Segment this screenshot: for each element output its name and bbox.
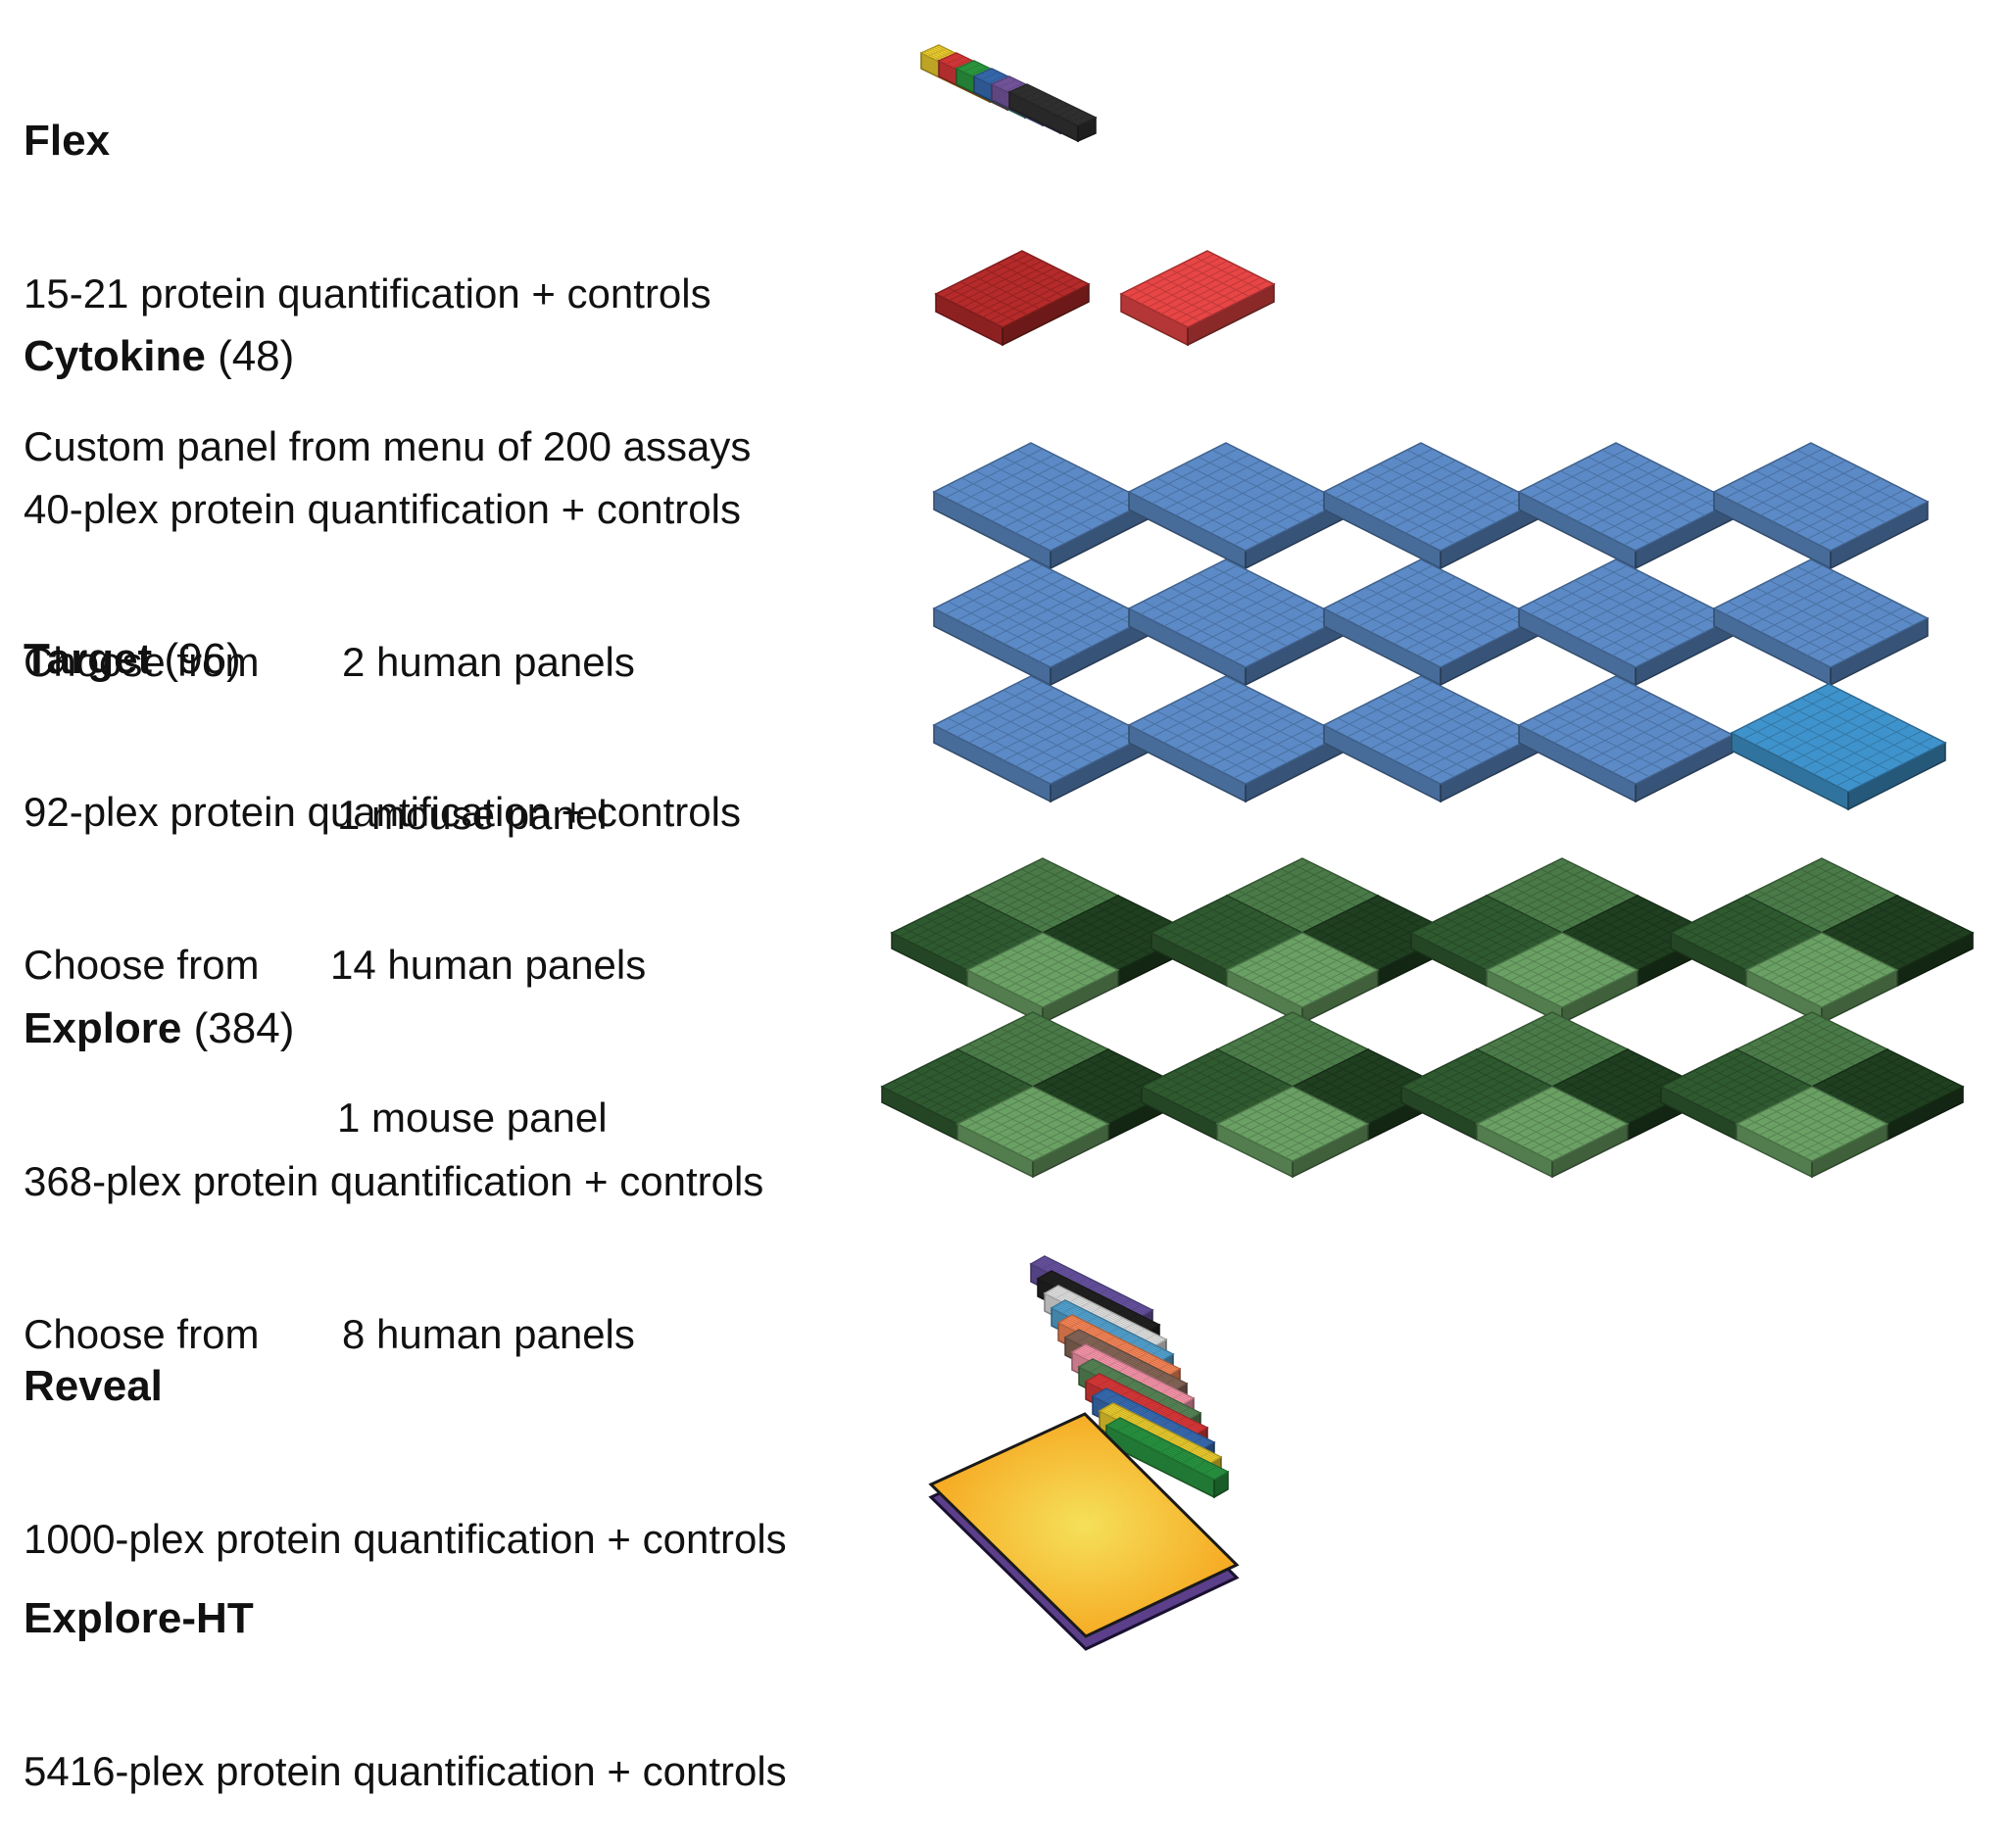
plate-wells: [1224, 1015, 1361, 1084]
section-explore-ht: Explore-HT 5416-plex protein quantificat…: [24, 1491, 787, 1848]
section-line: 40-plex protein quantification + control…: [24, 486, 741, 532]
section-title: Target: [24, 635, 153, 683]
section-count: (96): [164, 635, 241, 683]
plate-wells: [945, 564, 1137, 662]
plate-wells: [1530, 681, 1722, 779]
plate-wells: [1011, 84, 1094, 125]
section-title: Reveal: [24, 1362, 163, 1410]
plate-wells: [945, 681, 1137, 779]
plate-wells: [1493, 861, 1631, 930]
plate-wells: [1819, 1052, 1956, 1121]
section-line: Custom panel from menu of 200 assays: [24, 423, 752, 469]
panel-option: 1 mouse panel: [337, 792, 608, 838]
plate-wells: [1530, 564, 1722, 662]
plate-wells: [1668, 1052, 1805, 1121]
plate-wells: [1743, 1090, 1881, 1158]
panel-option: 8 human panels: [342, 1311, 635, 1357]
plate-wells: [1753, 861, 1890, 930]
plate-wells: [1484, 1090, 1621, 1158]
plate-wells: [945, 448, 1137, 546]
section-title: Explore: [24, 1004, 182, 1052]
section-reveal: Reveal 1000-plex protein quantification …: [24, 1259, 787, 1616]
section-cytokine: Cytokine (48) 40-plex protein quantifica…: [24, 229, 741, 892]
section-count: (384): [193, 1004, 295, 1052]
section-line: 15-21 protein quantification + controls: [24, 270, 711, 316]
plate-wells: [1829, 899, 1966, 967]
plate-wells: [889, 1052, 1026, 1121]
section-title: Flex: [24, 117, 111, 165]
panel-option: 2 human panels: [342, 639, 635, 685]
section-line: 368-plex protein quantification + contro…: [24, 1158, 764, 1204]
plate-wells: [974, 936, 1111, 1004]
section-explore: Explore (384) 368-plex protein quantific…: [24, 901, 763, 1411]
panel-option: 14 human panels: [330, 942, 647, 988]
panel-illustrations: [880, 44, 1975, 1651]
plate-wells: [1149, 1052, 1286, 1121]
choose-label: Choose from: [24, 1311, 260, 1357]
section-target: Target (96) 92-plex protein quantificati…: [24, 532, 741, 1194]
plate-wells: [1335, 448, 1527, 546]
plate-wells: [899, 899, 1036, 967]
plate-wells: [1725, 448, 1917, 546]
plate-wells: [1127, 253, 1268, 325]
plate-wells: [1234, 861, 1371, 930]
plate-wells: [1418, 899, 1555, 967]
explore-plates-icon: [880, 857, 1975, 1179]
section-line: 1000-plex protein quantification + contr…: [24, 1516, 787, 1562]
plate-wells: [1107, 1418, 1227, 1480]
section-title: Cytokine: [24, 332, 206, 380]
panel-option: 1 mouse panel: [337, 1094, 608, 1141]
plate-wells: [1335, 564, 1527, 662]
plate-wells: [1408, 1052, 1545, 1121]
plate-wells: [1742, 689, 1934, 787]
cytokine-plates-icon: [934, 250, 1276, 347]
plate-wells: [1678, 899, 1815, 967]
plate-wells: [1484, 1015, 1621, 1084]
plate-wells: [1753, 936, 1890, 1004]
plate-wells: [1140, 681, 1332, 779]
section-count: (48): [218, 332, 295, 380]
plate-wells: [1493, 936, 1631, 1004]
plate-wells: [1335, 681, 1527, 779]
choose-label: Choose from: [24, 942, 260, 988]
choose-label: Choose from: [24, 639, 260, 685]
plate-wells: [942, 253, 1083, 325]
plate-wells: [1743, 1015, 1881, 1084]
section-line: 5416-plex protein quantification + contr…: [24, 1748, 787, 1794]
explore-ht-plate-icon: [928, 1412, 1240, 1651]
plate-wells: [964, 1015, 1101, 1084]
plate-wells: [1140, 448, 1332, 546]
plate-wells: [1530, 448, 1722, 546]
plate-wells: [964, 1090, 1101, 1158]
section-title: Explore-HT: [24, 1594, 254, 1642]
target-plates-icon: [932, 442, 1947, 811]
plate-wells: [1309, 899, 1446, 967]
plate-wells: [1224, 1090, 1361, 1158]
plate-wells: [974, 861, 1111, 930]
plate-wells: [1234, 936, 1371, 1004]
flex-plate-icon: [919, 44, 1098, 143]
plate-wells: [1140, 564, 1332, 662]
plate-wells: [1725, 564, 1917, 662]
section-flex: Flex 15-21 protein quantification + cont…: [24, 14, 751, 523]
plate-wells: [1158, 899, 1296, 967]
section-line: 92-plex protein quantification + control…: [24, 789, 741, 835]
reveal-plate-icon: [1029, 1255, 1230, 1499]
